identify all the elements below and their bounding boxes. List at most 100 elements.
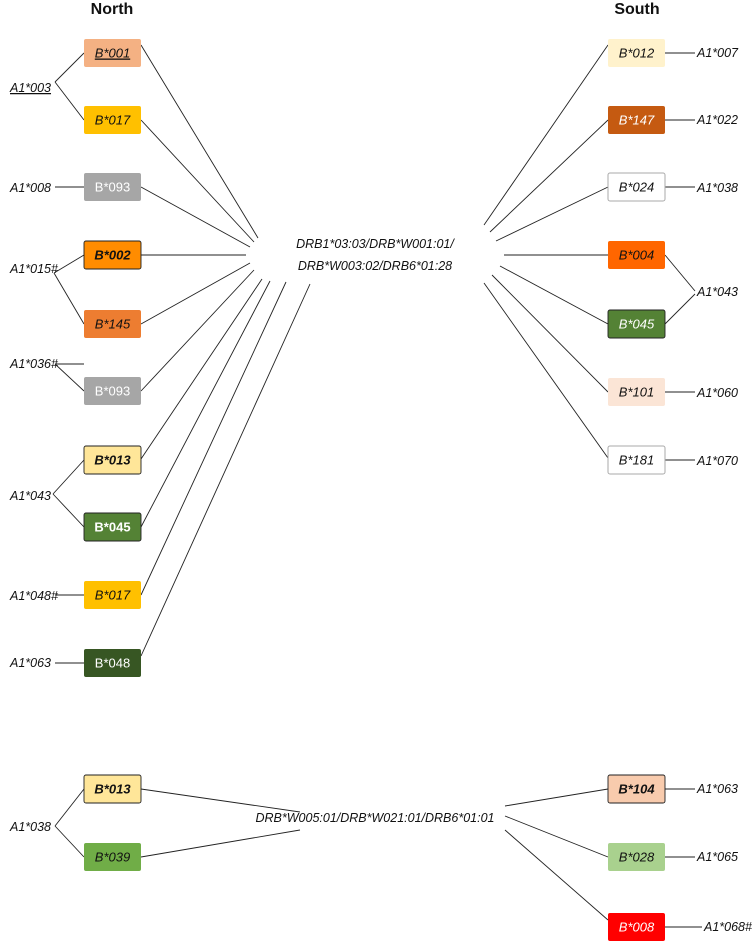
allele-box-n7: B*013: [83, 445, 142, 475]
allele-box-label: B*004: [619, 248, 654, 263]
allele-box-bn2: B*039: [84, 843, 141, 871]
allele-nodes: B*001B*017B*093B*002B*145B*093B*013B*045…: [9, 39, 752, 941]
allele-box-n5: B*145: [84, 310, 141, 338]
north-header: North: [91, 1, 134, 18]
allele-box-bs2: B*028: [608, 843, 665, 871]
allele-box-n8: B*045: [83, 512, 142, 542]
center-label-2: DRB*W005:01/DRB*W021:01/DRB6*01:01: [255, 811, 494, 825]
allele-box-bg: [84, 377, 141, 405]
allele-box-bg: [84, 173, 141, 201]
connector-ln5-n7: [52, 459, 85, 495]
allele-box-bg: [84, 39, 141, 67]
allele-box-bg: [608, 39, 665, 67]
south-header: South: [614, 1, 659, 18]
allele-box-n6: B*093: [84, 377, 141, 405]
allele-box-bg: [607, 445, 666, 475]
connector-n2: [140, 119, 255, 243]
allele-box-bn1: B*013: [83, 774, 142, 804]
allele-box-bg: [608, 241, 665, 269]
allele-box-label: B*145: [95, 317, 131, 332]
allele-box-bg: [608, 378, 665, 406]
a1-label-ln5: A1*043: [9, 489, 51, 503]
a1-label-ls1: A1*007: [696, 46, 739, 60]
a1-label-lbn: A1*038: [9, 820, 51, 834]
a1-label-ls2: A1*022: [696, 113, 738, 127]
allele-box-label: B*045: [94, 520, 130, 535]
allele-box-bg: [84, 649, 141, 677]
allele-box-label: B*101: [619, 385, 654, 400]
allele-box-label: B*147: [619, 113, 655, 128]
connector-c2-bs1: [504, 788, 609, 807]
connector-c2-bs2: [504, 815, 609, 858]
allele-box-label: B*002: [94, 248, 131, 263]
a1-label-ln7: A1*063: [9, 656, 51, 670]
connector-ln3-n5: [53, 272, 85, 325]
allele-box-label: B*039: [95, 850, 130, 865]
allele-box-s6: B*101: [608, 378, 665, 406]
connector-s7: [483, 282, 609, 459]
a1-label-ln1: A1*003: [9, 81, 51, 95]
connector-bn2-c2: [140, 829, 301, 858]
connector-ln4-n6: [54, 363, 85, 392]
allele-box-bg: [83, 445, 142, 475]
allele-box-bg: [608, 106, 665, 134]
a1-label-ln4: A1*036#: [9, 357, 59, 371]
connector-ln1-n1: [54, 52, 85, 83]
allele-box-label: B*093: [95, 384, 130, 399]
allele-box-label: B*017: [95, 113, 131, 128]
allele-box-bg: [608, 913, 665, 941]
allele-box-bg: [608, 843, 665, 871]
a1-label-ls6: A1*070: [696, 454, 738, 468]
a1-label-lbs1: A1*063: [696, 782, 738, 796]
allele-box-s4: B*004: [608, 241, 665, 269]
connector-s5: [499, 265, 609, 325]
connector-lines: [52, 44, 702, 928]
center-label-1-line-1: DRB1*03:03/DRB*W001:01/: [296, 237, 455, 251]
allele-box-label: B*013: [94, 782, 131, 797]
connector-s5-ls4: [664, 293, 696, 325]
connector-ln1-n2: [54, 81, 85, 121]
allele-box-s3: B*024: [607, 172, 666, 202]
a1-label-ls5: A1*060: [696, 386, 738, 400]
connector-s3: [495, 186, 609, 242]
connector-ln5-n8: [52, 493, 85, 528]
allele-box-bg: [84, 106, 141, 134]
connector-n5: [140, 262, 251, 325]
allele-box-n4: B*002: [83, 240, 142, 270]
a1-label-ln3: A1*015#: [9, 262, 59, 276]
allele-box-s1: B*012: [608, 39, 665, 67]
allele-box-s2: B*147: [608, 106, 665, 134]
allele-box-n9: B*017: [84, 581, 141, 609]
connector-lbn-bn1: [54, 788, 85, 827]
allele-box-n10: B*048: [84, 649, 141, 677]
allele-box-bg: [84, 581, 141, 609]
allele-box-bs3: B*008: [608, 913, 665, 941]
allele-box-label: B*104: [618, 782, 655, 797]
connector-s4-ls4: [664, 254, 696, 292]
a1-label-ls3: A1*038: [696, 181, 738, 195]
allele-box-bg: [607, 774, 666, 804]
allele-box-n2: B*017: [84, 106, 141, 134]
allele-box-label: B*012: [619, 46, 655, 61]
connector-s2: [489, 119, 609, 233]
allele-box-bg: [83, 240, 142, 270]
connector-n6: [140, 269, 255, 392]
allele-box-bg: [83, 512, 142, 542]
a1-label-ln2: A1*008: [9, 181, 51, 195]
a1-label-lbs3: A1*068#: [703, 920, 752, 934]
allele-box-label: B*048: [95, 656, 130, 671]
allele-box-s7: B*181: [607, 445, 666, 475]
allele-box-n1: B*001: [84, 39, 141, 67]
allele-box-bg: [84, 310, 141, 338]
a1-label-ln6: A1*048#: [9, 589, 59, 603]
connector-ln3-n4: [53, 254, 85, 274]
connector-n9: [140, 281, 287, 596]
allele-box-n3: B*093: [84, 173, 141, 201]
allele-box-bg: [607, 172, 666, 202]
allele-box-label: B*181: [619, 453, 654, 468]
connector-n10: [140, 283, 311, 657]
allele-box-label: B*008: [619, 920, 655, 935]
connector-lbn-bn2: [54, 825, 85, 858]
connector-s6: [491, 274, 609, 393]
